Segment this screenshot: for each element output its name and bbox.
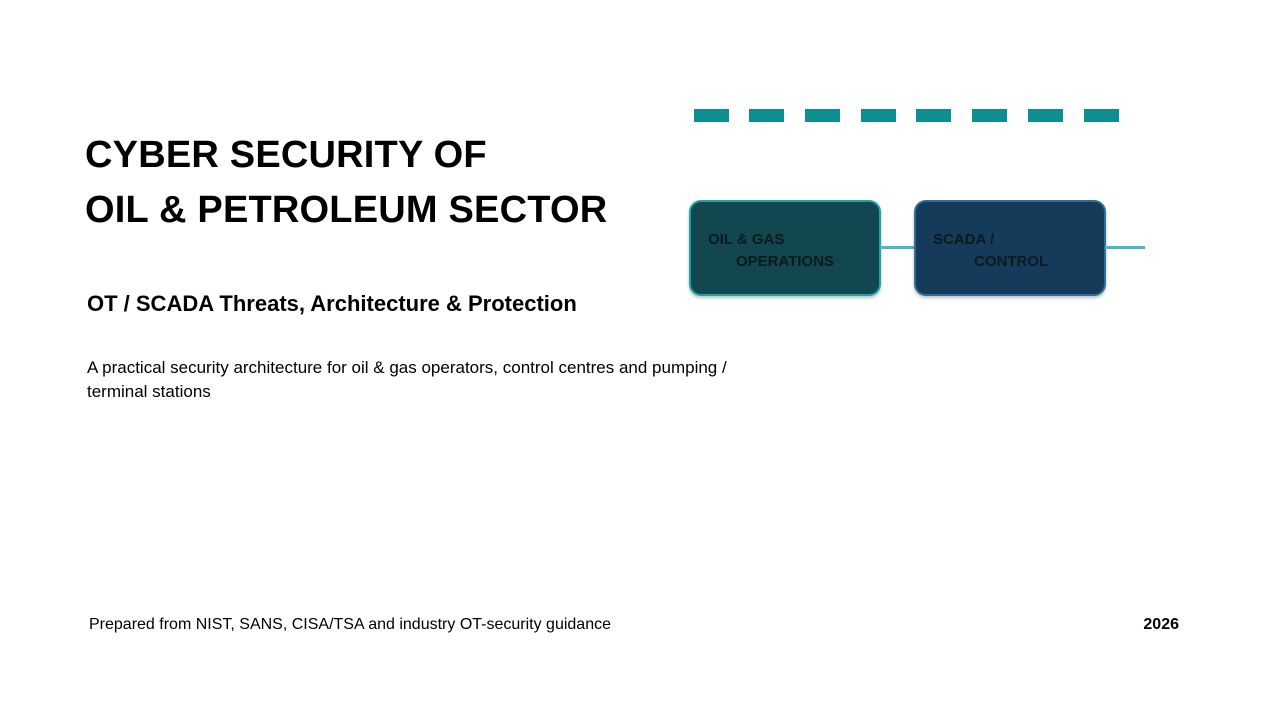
diagram-box-oil-gas-operations: OIL & GAS OPERATIONS — [689, 200, 881, 296]
title-line-1: CYBER SECURITY OF — [85, 134, 487, 176]
dash-segment — [916, 109, 951, 122]
dash-segment — [972, 109, 1007, 122]
dash-segment — [1084, 109, 1119, 122]
footer-year: 2026 — [1143, 616, 1179, 633]
connector-line — [880, 246, 916, 249]
footer-source: Prepared from NIST, SANS, CISA/TSA and i… — [89, 616, 611, 633]
dash-segment — [749, 109, 784, 122]
box-label-line-1: OIL & GAS — [708, 231, 785, 248]
box-label-line-1: SCADA / — [933, 231, 995, 248]
box-label-line-2: OPERATIONS — [736, 253, 835, 270]
diagram-box-scada-control: SCADA / CONTROL — [914, 200, 1106, 296]
slide-subtitle: OT / SCADA Threats, Architecture & Prote… — [87, 291, 577, 316]
box-label-line-2: CONTROL — [974, 253, 1049, 270]
connector-line — [1105, 246, 1145, 249]
dash-segment — [694, 109, 729, 122]
decorative-dash-line — [694, 109, 1120, 122]
slide-title: CYBER SECURITY OF OIL & PETROLEUM SECTOR — [85, 128, 607, 238]
dash-segment — [805, 109, 840, 122]
title-line-2: OIL & PETROLEUM SECTOR — [85, 189, 608, 231]
slide-description: A practical security architecture for oi… — [87, 358, 727, 401]
dash-segment — [861, 109, 896, 122]
dash-segment — [1028, 109, 1063, 122]
